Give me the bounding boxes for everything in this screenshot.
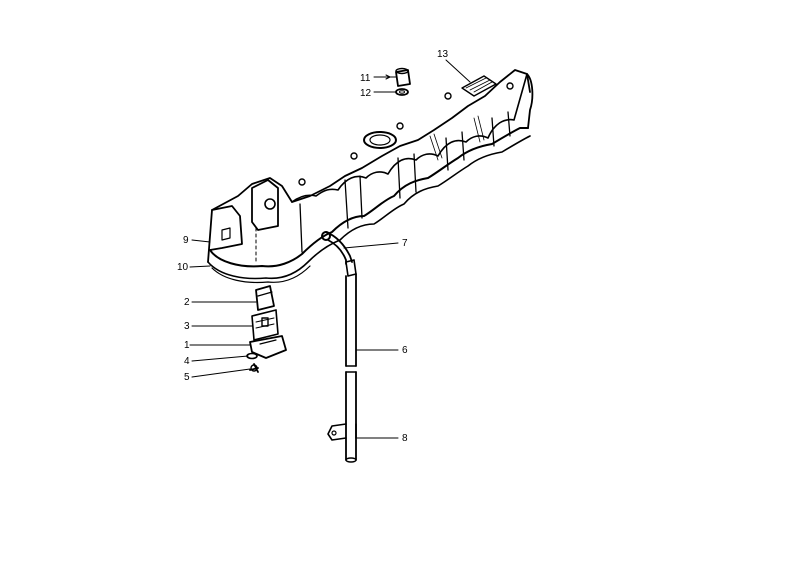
callout-12: 12 [360,88,372,99]
valve-cover [207,69,534,284]
callout-10: 10 [177,262,189,273]
part-13-plate [461,75,497,97]
part-12-washer [395,88,409,96]
callout-5: 5 [184,372,190,383]
part-11-cap-nut [395,67,411,87]
clamp-assembly [246,285,287,373]
callout-13: 13 [437,49,449,60]
callout-6: 6 [402,345,408,356]
callout-1: 1 [184,340,190,351]
callout-2: 2 [184,297,190,308]
callout-8: 8 [402,433,408,444]
callout-4: 4 [184,356,190,367]
leader-lines [189,59,471,439]
callout-3: 3 [184,321,190,332]
callout-9: 9 [183,235,189,246]
callout-11: 11 [360,73,371,84]
callout-labels: 13 11 12 9 10 7 2 3 1 4 5 6 8 [177,49,449,444]
breather-pipe [321,231,357,463]
callout-7: 7 [402,238,408,249]
